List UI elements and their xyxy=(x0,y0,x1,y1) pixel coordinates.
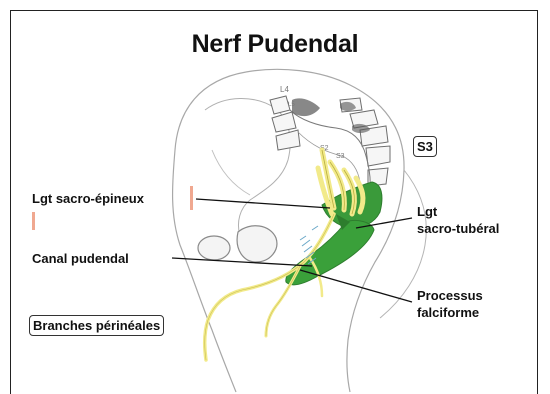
svg-text:S3: S3 xyxy=(336,153,345,160)
pubic-bone xyxy=(237,226,277,262)
label-lgt-sacro-epineux: Lgt sacro-épineux xyxy=(32,190,144,207)
label-processus-falciforme-line1: Processus xyxy=(417,287,483,304)
svg-text:L5: L5 xyxy=(288,102,295,108)
accent-tick-right xyxy=(190,186,193,210)
svg-text:L4: L4 xyxy=(280,85,289,94)
obturator-foramen xyxy=(198,236,230,260)
sacrum-shading xyxy=(292,98,320,116)
pelvic-inner-outline xyxy=(212,150,250,195)
slide-title: Nerf Pudendal xyxy=(0,30,550,59)
label-branches-perineales: Branches périnéales xyxy=(29,315,164,336)
label-lgt-sacro-tuberal-line2: sacro-tubéral xyxy=(417,220,499,237)
accent-tick-left xyxy=(32,212,35,230)
label-s3: S3 xyxy=(413,136,437,157)
label-processus-falciforme-line2: falciforme xyxy=(417,304,479,321)
pointer-sacro-epineux xyxy=(196,199,330,208)
label-canal-pudendal: Canal pudendal xyxy=(32,250,129,267)
pointer-processus-falciforme xyxy=(300,270,412,302)
body-outline xyxy=(173,72,246,392)
sacrotuberous-ligament xyxy=(286,220,374,284)
vertebral-column xyxy=(270,96,390,186)
label-lgt-sacro-tuberal-line1: Lgt xyxy=(417,203,437,220)
pointer-canal-pudendal xyxy=(172,258,312,266)
